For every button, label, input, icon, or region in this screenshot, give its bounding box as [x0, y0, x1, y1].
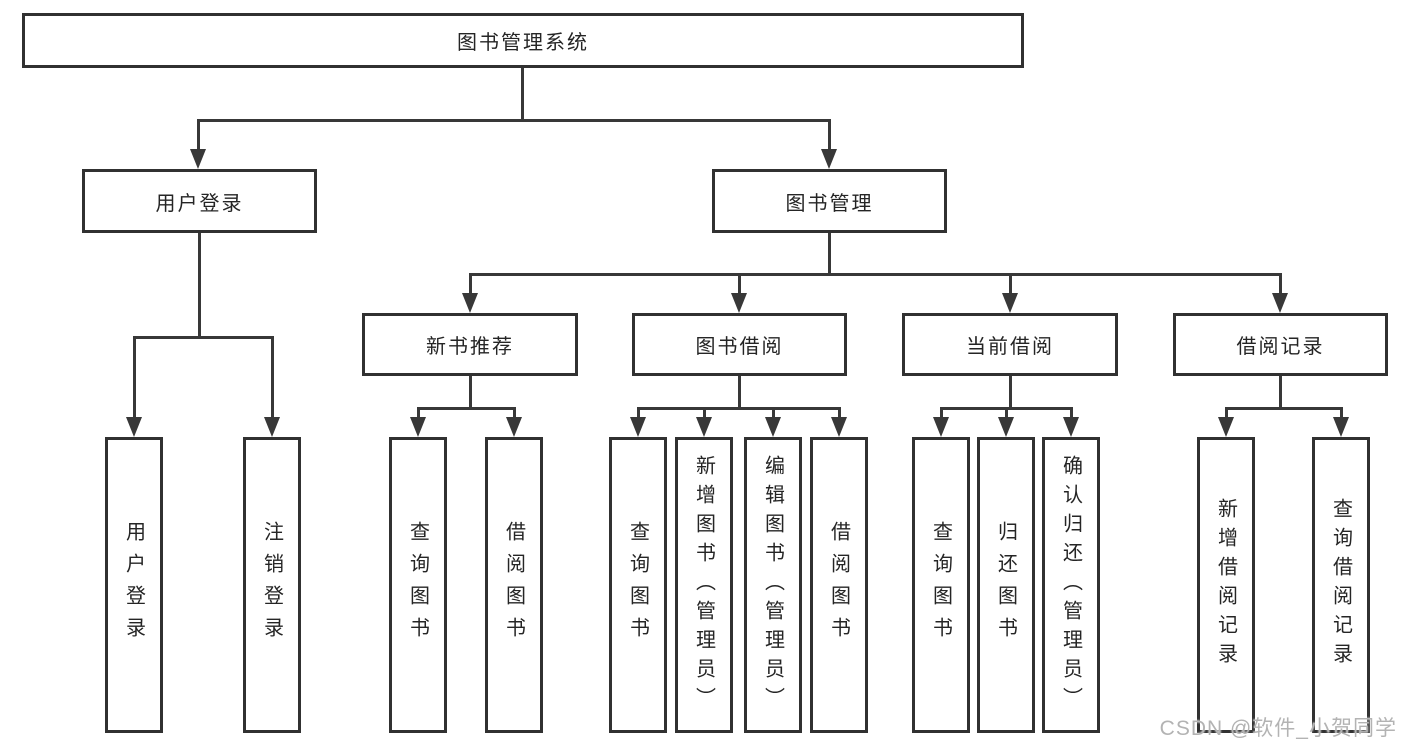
connector-line: [1070, 407, 1073, 417]
arrowhead-down-icon: [765, 417, 781, 437]
arrowhead-down-icon: [831, 417, 847, 437]
connector-line: [133, 336, 136, 417]
node-query-books-3: 查询图书: [912, 437, 970, 733]
node-book-mgmt: 图书管理: [712, 169, 947, 233]
node-login: 用户登录: [105, 437, 163, 733]
connector-line: [838, 407, 841, 417]
connector-line: [469, 273, 1282, 276]
node-confirm-return: 确认归还（管理员）: [1042, 437, 1100, 733]
connector-line: [271, 336, 274, 417]
connector-line: [417, 407, 516, 410]
connector-line: [133, 336, 274, 339]
arrowhead-down-icon: [998, 417, 1014, 437]
connector-line: [417, 407, 420, 417]
arrowhead-down-icon: [1333, 417, 1349, 437]
node-book-borrow: 图书借阅: [632, 313, 847, 376]
connector-line: [637, 407, 640, 417]
connector-line: [637, 407, 841, 410]
arrowhead-down-icon: [410, 417, 426, 437]
node-return-books: 归还图书: [977, 437, 1035, 733]
connector-line: [1009, 273, 1012, 293]
node-logout: 注销登录: [243, 437, 301, 733]
arrowhead-down-icon: [126, 417, 142, 437]
node-new-book-rec: 新书推荐: [362, 313, 578, 376]
arrowhead-down-icon: [190, 149, 206, 169]
node-borrow-books-1: 借阅图书: [485, 437, 543, 733]
connector-line: [703, 407, 706, 417]
node-query-books-2: 查询图书: [609, 437, 667, 733]
connector-line: [940, 407, 943, 417]
connector-line: [521, 68, 524, 122]
connector-line: [513, 407, 516, 417]
connector-line: [1009, 376, 1012, 410]
arrowhead-down-icon: [1218, 417, 1234, 437]
connector-line: [828, 233, 831, 276]
arrowhead-down-icon: [933, 417, 949, 437]
node-add-books: 新增图书（管理员）: [675, 437, 733, 733]
node-borrow-records: 借阅记录: [1173, 313, 1388, 376]
connector-line: [738, 376, 741, 410]
node-query-books-1: 查询图书: [389, 437, 447, 733]
arrowhead-down-icon: [462, 293, 478, 313]
arrowhead-down-icon: [1272, 293, 1288, 313]
connector-line: [469, 376, 472, 410]
arrowhead-down-icon: [821, 149, 837, 169]
connector-line: [469, 273, 472, 293]
node-current-borrow: 当前借阅: [902, 313, 1118, 376]
arrowhead-down-icon: [264, 417, 280, 437]
connector-line: [197, 119, 831, 122]
node-user-login: 用户登录: [82, 169, 317, 233]
connector-line: [1005, 407, 1008, 417]
connector-line: [1225, 407, 1343, 410]
connector-line: [828, 119, 831, 149]
arrowhead-down-icon: [630, 417, 646, 437]
node-add-borrow-record: 新增借阅记录: [1197, 437, 1255, 733]
node-root: 图书管理系统: [22, 13, 1024, 68]
connector-line: [738, 273, 741, 293]
connector-line: [1279, 273, 1282, 293]
arrowhead-down-icon: [506, 417, 522, 437]
watermark: CSDN @软件_小贺同学: [1159, 717, 1397, 740]
arrowhead-down-icon: [696, 417, 712, 437]
connector-line: [197, 119, 200, 149]
connector-line: [1225, 407, 1228, 417]
node-edit-books: 编辑图书（管理员）: [744, 437, 802, 733]
connector-line: [1340, 407, 1343, 417]
arrowhead-down-icon: [1063, 417, 1079, 437]
arrowhead-down-icon: [731, 293, 747, 313]
node-borrow-books-2: 借阅图书: [810, 437, 868, 733]
node-query-borrow-record: 查询借阅记录: [1312, 437, 1370, 733]
connector-line: [1279, 376, 1282, 410]
connector-line: [772, 407, 775, 417]
connector-line: [198, 233, 201, 339]
arrowhead-down-icon: [1002, 293, 1018, 313]
